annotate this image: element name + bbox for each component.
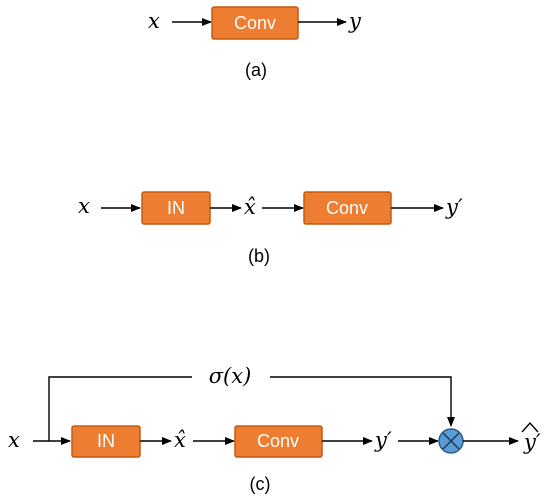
circled-times-icon (438, 428, 464, 454)
panel-c-mid-label: x̂ (174, 428, 186, 452)
panel-a-conv-label: Conv (234, 13, 276, 33)
panel-c-output-label: y′ (523, 430, 541, 454)
panel-a-conv-block (211, 6, 299, 40)
panel-c-after-conv-label: y′ (374, 428, 392, 452)
panel-c-gate-branch-left (48, 376, 192, 441)
panel-b-mid-label: x̂ (244, 195, 256, 219)
panel-b-in-label: IN (167, 198, 185, 218)
panel-b-caption: (b) (248, 246, 270, 266)
panel-c-input-label: x (8, 428, 20, 452)
panel-c-gate-branch-right (270, 376, 455, 427)
panel-c-output-hat (521, 421, 539, 433)
panel-c-in-label: IN (97, 431, 115, 451)
panel-a-output-label: y (348, 9, 362, 33)
panel-b-conv-label: Conv (326, 198, 368, 218)
panel-a-caption: (a) (245, 60, 267, 80)
panel-c-caption: (c) (250, 474, 271, 494)
panel-c: x σ(x) IN x̂ Conv y′ y′ (c) (8, 364, 541, 494)
panel-b-output-label: y′ (445, 195, 463, 219)
panel-a-input-label: x (148, 9, 160, 33)
panel-b: x IN x̂ Conv y′ (b) (78, 191, 463, 266)
panel-c-conv-label: Conv (257, 431, 299, 451)
panel-a: x Conv y (a) (148, 6, 362, 80)
panel-c-gate-label: σ(x) (209, 364, 252, 388)
panel-b-input-label: x (78, 194, 90, 218)
